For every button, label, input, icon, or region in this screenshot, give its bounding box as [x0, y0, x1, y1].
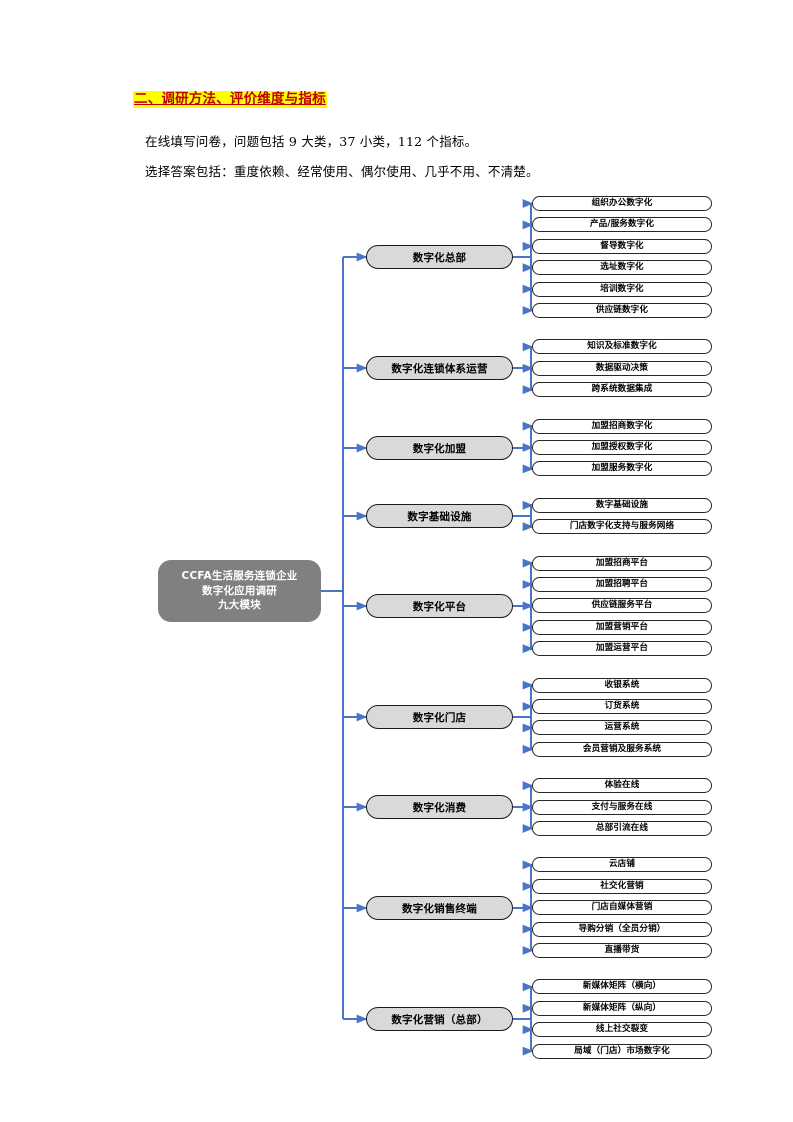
branch-node[interactable]: 数字基础设施 — [366, 504, 513, 528]
branch-node[interactable]: 数字化消费 — [366, 795, 513, 819]
leaf-node[interactable]: 加盟营销平台 — [532, 619, 712, 635]
leaf-node[interactable]: 组织办公数字化 — [532, 196, 712, 211]
leaf-node-label: 线上社交裂变 — [595, 1024, 649, 1035]
leaf-node[interactable]: 导购分销（全员分销） — [532, 921, 712, 937]
branch-node-label: 数字化营销（总部） — [391, 1013, 488, 1026]
leaf-node[interactable]: 产品/服务数字化 — [532, 217, 712, 233]
leaf-node[interactable]: 供应链服务平台 — [532, 598, 712, 614]
leaf-node[interactable]: 加盟授权数字化 — [532, 440, 712, 455]
leaf-node-label: 加盟招商数字化 — [591, 420, 653, 431]
leaf-node[interactable]: 收银系统 — [532, 677, 712, 693]
paragraph-answer-options: 选择答案包括：重度依赖、经常使用、偶尔使用、几乎不用、不清楚。 — [145, 164, 539, 179]
leaf-node-label: 会员营销及服务系统 — [582, 743, 662, 754]
leaf-node-label: 加盟招聘平台 — [595, 579, 649, 589]
leaf-node[interactable]: 加盟招聘平台 — [532, 577, 712, 592]
leaf-node[interactable]: 运营系统 — [532, 720, 712, 736]
leaf-node-label: 云店铺 — [608, 859, 636, 870]
leaf-node-label: 加盟招商平台 — [595, 557, 649, 568]
leaf-node[interactable]: 会员营销及服务系统 — [532, 741, 712, 757]
leaf-node-label: 总部引流在线 — [595, 823, 649, 833]
leaf-node-label: 加盟营销平台 — [595, 621, 649, 632]
root-line-1: CCFA生活服务连锁企业 — [181, 570, 298, 583]
branch-node[interactable]: 数字化连锁体系运营 — [366, 356, 513, 380]
leaf-node[interactable]: 局域（门店）市场数字化 — [532, 1043, 712, 1059]
branch-node[interactable]: 数字化门店 — [366, 705, 513, 729]
leaf-node[interactable]: 云店铺 — [532, 857, 712, 873]
leaf-node-label: 加盟授权数字化 — [591, 442, 653, 452]
leaf-node-label: 知识及标准数字化 — [587, 341, 657, 352]
branch-node[interactable]: 数字化平台 — [366, 594, 513, 618]
leaf-node[interactable]: 督导数字化 — [532, 238, 712, 254]
leaf-node[interactable]: 加盟服务数字化 — [532, 461, 712, 477]
leaf-node[interactable]: 社交化营销 — [532, 878, 712, 894]
branch-node-label: 数字化消费 — [412, 801, 467, 814]
leaf-node-label: 产品/服务数字化 — [589, 219, 655, 230]
leaf-node-label: 组织办公数字化 — [591, 198, 653, 208]
branch-node-label: 数字化平台 — [412, 600, 467, 613]
branch-node-label: 数字化总部 — [412, 251, 467, 264]
leaf-node[interactable]: 加盟招商平台 — [532, 555, 712, 571]
root-line-3: 九大模块 — [218, 599, 261, 612]
leaf-node[interactable]: 选址数字化 — [532, 260, 712, 276]
leaf-node-label: 培训数字化 — [600, 283, 644, 294]
leaf-node-label: 体验在线 — [604, 780, 640, 791]
branch-node-label: 数字化加盟 — [412, 442, 467, 455]
leaf-node[interactable]: 加盟招商数字化 — [532, 418, 712, 434]
branch-node-label: 数字化门店 — [412, 711, 467, 724]
leaf-node-label: 数据驱动决策 — [595, 362, 649, 373]
leaf-node[interactable]: 数字基础设施 — [532, 497, 712, 513]
leaf-node-label: 新媒体矩阵（纵向） — [582, 1002, 662, 1013]
root-line-2: 数字化应用调研 — [202, 584, 277, 597]
leaf-node-label: 加盟运营平台 — [595, 643, 649, 654]
leaf-node-label: 数字基础设施 — [595, 499, 649, 510]
leaf-node-label: 局域（门店）市场数字化 — [574, 1045, 670, 1056]
leaf-node-label: 直播带货 — [604, 945, 640, 955]
leaf-node-label: 导购分销（全员分销） — [578, 923, 666, 934]
branch-node-label: 数字化连锁体系运营 — [391, 362, 488, 375]
branch-node[interactable]: 数字化营销（总部） — [366, 1007, 513, 1031]
leaf-node-label: 新媒体矩阵（横向） — [582, 981, 662, 992]
leaf-node-label: 门店自媒体营销 — [591, 902, 653, 913]
root-node[interactable]: CCFA生活服务连锁企业 数字化应用调研 九大模块 — [158, 560, 321, 622]
leaf-node-label: 选址数字化 — [600, 262, 644, 273]
branch-node-label: 数字基础设施 — [407, 510, 472, 523]
leaf-node[interactable]: 跨系统数据集成 — [532, 382, 712, 398]
leaf-node-label: 订货系统 — [604, 701, 640, 711]
leaf-node-label: 支付与服务在线 — [591, 801, 653, 812]
leaf-node[interactable]: 知识及标准数字化 — [532, 339, 712, 355]
leaf-node[interactable]: 支付与服务在线 — [532, 799, 712, 815]
leaf-node[interactable]: 线上社交裂变 — [532, 1022, 712, 1038]
leaf-node[interactable]: 门店数字化支持与服务网络 — [532, 519, 712, 535]
leaf-node-label: 社交化营销 — [600, 880, 644, 891]
branch-node-label: 数字化销售终端 — [402, 902, 477, 915]
leaf-node[interactable]: 新媒体矩阵（横向） — [532, 979, 712, 995]
leaf-node[interactable]: 加盟运营平台 — [532, 641, 712, 657]
leaf-node[interactable]: 直播带货 — [532, 943, 712, 958]
leaf-node-label: 收银系统 — [604, 679, 640, 690]
leaf-node-label: 供应链服务平台 — [591, 600, 653, 611]
leaf-node[interactable]: 体验在线 — [532, 778, 712, 794]
section-heading: 二、调研方法、评价维度与指标 — [133, 91, 327, 108]
branch-node[interactable]: 数字化销售终端 — [366, 896, 513, 920]
leaf-node-label: 供应链数字化 — [595, 305, 649, 315]
leaf-node-label: 督导数字化 — [600, 240, 644, 251]
paragraph-survey-method: 在线填写问卷，问题包括 9 大类，37 小类，112 个指标。 — [145, 134, 478, 149]
leaf-node[interactable]: 订货系统 — [532, 699, 712, 714]
leaf-node[interactable]: 培训数字化 — [532, 281, 712, 297]
leaf-node[interactable]: 新媒体矩阵（纵向） — [532, 1000, 712, 1016]
leaf-node-label: 门店数字化支持与服务网络 — [569, 521, 675, 532]
leaf-node[interactable]: 总部引流在线 — [532, 821, 712, 836]
leaf-node-label: 跨系统数据集成 — [591, 384, 653, 395]
leaf-node[interactable]: 供应链数字化 — [532, 303, 712, 318]
leaf-node-label: 运营系统 — [604, 722, 640, 733]
leaf-node-label: 加盟服务数字化 — [591, 463, 653, 474]
leaf-node[interactable]: 数据驱动决策 — [532, 360, 712, 376]
branch-node[interactable]: 数字化总部 — [366, 245, 513, 269]
leaf-node[interactable]: 门店自媒体营销 — [532, 900, 712, 916]
branch-node[interactable]: 数字化加盟 — [366, 436, 513, 460]
